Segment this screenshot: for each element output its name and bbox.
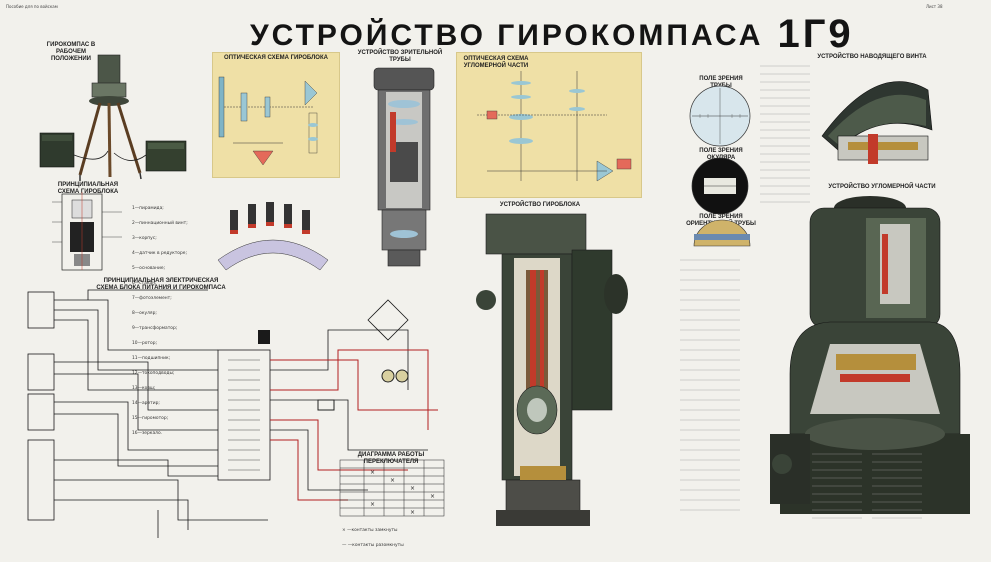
label-electrical-scheme: ПРИНЦИПИАЛЬНАЯ ЭЛЕКТРИЧЕСКАЯ СХЕМА БЛОКА…	[96, 278, 226, 291]
telescope-cutaway-diagram	[373, 67, 435, 267]
legend-item: 9—трансформатор;	[132, 326, 178, 331]
guide-screw-parts-list-lines	[760, 65, 810, 203]
contact-legend: × —контакты замкнуты — —контакты разомкн…	[342, 518, 404, 558]
legend-item: 11—подшипник;	[132, 356, 171, 361]
corner-note-right: Лист 38	[926, 4, 943, 9]
label-goniometer: УСТРОЙСТВО УГЛОМЕРНОЙ ЧАСТИ	[828, 184, 936, 190]
legend-item: 5—основание;	[132, 266, 166, 271]
battery-box-icon	[39, 132, 187, 172]
commutator-fan-diagram	[217, 202, 329, 271]
gyro-parts-list-lines	[680, 259, 740, 511]
legend-item: 14—аретир;	[132, 401, 160, 406]
label-goniometer-optics: ОПТИЧЕСКАЯ СХЕМА УГЛОМЕРНОЙ ЧАСТИ	[463, 56, 529, 69]
svg-text:×: ×	[370, 469, 375, 476]
contact-legend-item: — —контакты разомкнуты	[342, 543, 404, 548]
label-working-position: ГИРОКОМПАС В РАБОЧЕМ ПОЛОЖЕНИИ	[46, 42, 96, 62]
goniometer-optics-diagram	[477, 71, 632, 182]
legend-item: 4—датчик в редукторе;	[132, 251, 187, 256]
label-contact-table: ДИАГРАММА РАБОТЫ ПЕРЕКЛЮЧАТЕЛЯ	[357, 452, 425, 465]
legend-item: 7—фотоэлемент;	[132, 296, 172, 301]
legend-item: 10—ротор;	[132, 341, 157, 346]
legend-item: 8—окуляр;	[132, 311, 157, 316]
contact-table-grid: × × × × × ×	[339, 459, 445, 517]
legend-item: 12—токоподводы;	[132, 371, 175, 376]
title-text: УСТРОЙСТВО ГИРОКОМПАСА	[250, 19, 764, 52]
svg-text:×: ×	[370, 501, 375, 508]
guide-screw-cutaway	[821, 81, 933, 164]
field-of-view-eyepiece	[691, 157, 749, 215]
legend-item: 15—гиромотор;	[132, 416, 169, 421]
goniometer-parts-list-lines	[812, 453, 922, 519]
label-guide-screw: УСТРОЙСТВО НАВОДЯЩЕГО ВИНТА	[817, 54, 927, 60]
tripod-instrument-icon	[39, 54, 187, 181]
legend-item: 13—ковш;	[132, 386, 156, 391]
svg-text:×: ×	[410, 509, 415, 516]
gyro-cutaway-icon	[476, 213, 628, 526]
legend-item: 16—зеркало.	[132, 431, 163, 436]
field-of-view-orientation	[693, 219, 751, 247]
goniometer-optics-panel: ОПТИЧЕСКАЯ СХЕМА УГЛОМЕРНОЙ ЧАСТИ	[456, 52, 642, 198]
electrical-schematic-diagram	[27, 289, 438, 538]
principal-gyro-diagram	[52, 192, 122, 271]
legend-item: 3—корпус;	[132, 236, 157, 241]
label-optical-scheme: ОПТИЧЕСКАЯ СХЕМА ГИРОБЛОКА	[224, 55, 328, 61]
label-gyro-block: УСТРОЙСТВО ГИРОБЛОКА	[499, 202, 581, 208]
gyro-legend-list: 1—пирамида; 2—пиннационный винт; 3—корпу…	[132, 196, 188, 446]
svg-text:×: ×	[410, 485, 415, 492]
poster-title: УСТРОЙСТВО ГИРОКОМПАСА 1Г9	[250, 10, 851, 56]
title-model: 1Г9	[777, 12, 854, 56]
svg-text:×: ×	[430, 493, 435, 500]
optical-scheme-panel: ОПТИЧЕСКАЯ СХЕМА ГИРОБЛОКА	[212, 52, 340, 178]
legend-item: 6—стакан;	[132, 281, 157, 286]
corner-note-left: Пособие для по войскам	[6, 4, 58, 9]
field-of-view-telescope	[689, 85, 751, 147]
svg-text:×: ×	[390, 477, 395, 484]
contact-legend-item: × —контакты замкнуты	[342, 528, 398, 533]
legend-item: 2—пиннационный винт;	[132, 221, 188, 226]
optical-scheme-diagram	[218, 76, 318, 166]
label-telescope: УСТРОЙСТВО ЗРИТЕЛЬНОЙ ТРУБЫ	[357, 50, 443, 63]
legend-item: 1—пирамида;	[132, 206, 164, 211]
label-principal-gyro: ПРИНЦИПИАЛЬНАЯ СХЕМА ГИРОБЛОКА	[57, 182, 119, 195]
